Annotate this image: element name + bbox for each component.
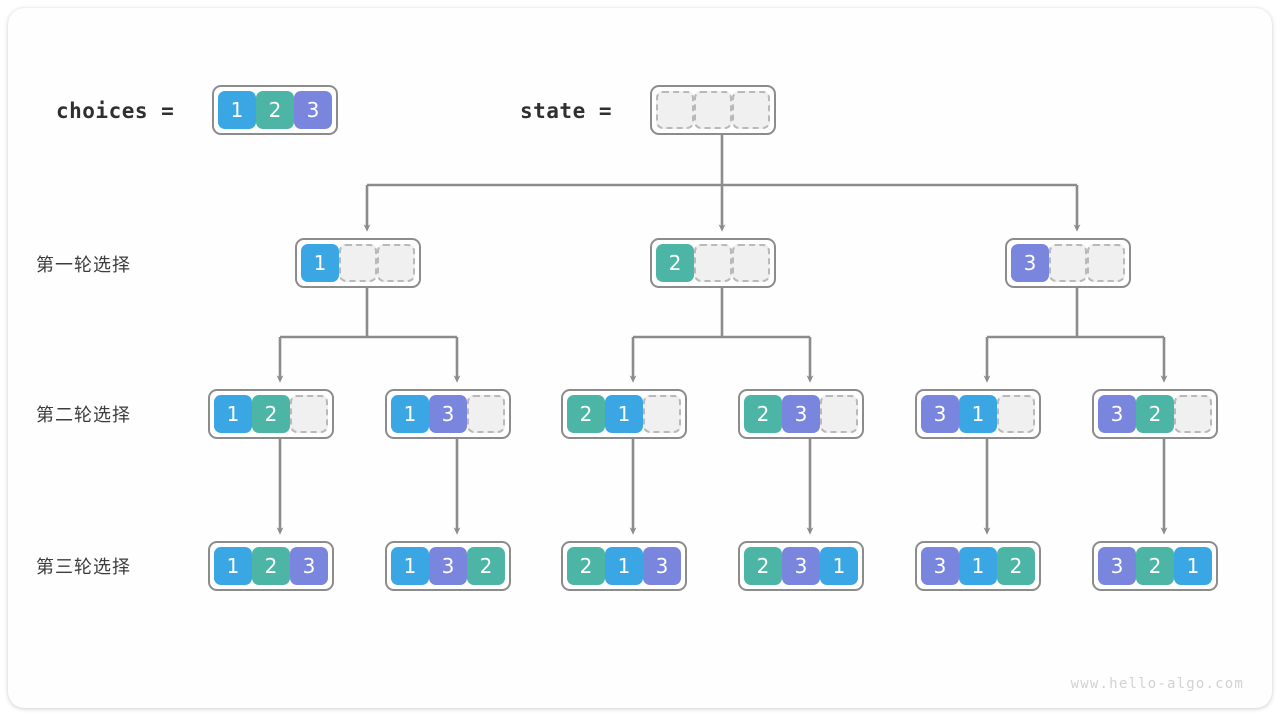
level3-node-5-cell-0: 3 (1098, 547, 1136, 585)
level3-node-2-cell-1: 1 (605, 547, 643, 585)
level3-node-3-cell-1: 3 (782, 547, 820, 585)
state-label: state = (520, 99, 613, 123)
level2-node-5-cell-2 (1174, 395, 1212, 433)
level1-node-2-cell-2 (1087, 244, 1125, 282)
level2-node-4-cell-0: 3 (921, 395, 959, 433)
level2-node-1-cell-2 (467, 395, 505, 433)
level3-node-4-cell-0: 3 (921, 547, 959, 585)
level3-node-4-cell-1: 1 (959, 547, 997, 585)
level1-node-1-cell-2 (732, 244, 770, 282)
level2-node-4-cell-1: 1 (959, 395, 997, 433)
level2-node-5-cell-0: 3 (1098, 395, 1136, 433)
level2-node-4-cell-2 (997, 395, 1035, 433)
diagram-canvas (8, 8, 1272, 708)
level3-node-0-cell-0: 1 (214, 547, 252, 585)
level2-node-5: 3 2 (1092, 389, 1218, 439)
level3-node-1-cell-0: 1 (391, 547, 429, 585)
level1-node-0-cell-2 (377, 244, 415, 282)
level3-node-5-cell-1: 2 (1136, 547, 1174, 585)
level2-node-3: 2 3 (738, 389, 864, 439)
watermark: www.hello-algo.com (1070, 676, 1244, 692)
choices-label: choices = (56, 99, 175, 123)
level1-node-2-cell-1 (1049, 244, 1087, 282)
level3-node-0: 1 2 3 (208, 541, 334, 591)
level3-node-1-cell-1: 3 (429, 547, 467, 585)
level3-node-2-cell-0: 2 (567, 547, 605, 585)
level2-node-2-cell-0: 2 (567, 395, 605, 433)
level2-node-0-cell-1: 2 (252, 395, 290, 433)
level3-node-1-cell-2: 2 (467, 547, 505, 585)
level2-node-0-cell-0: 1 (214, 395, 252, 433)
level2-node-0-cell-2 (290, 395, 328, 433)
row-label-round-3: 第三轮选择 (36, 557, 131, 578)
level2-node-4: 3 1 (915, 389, 1041, 439)
level1-node-2-cell-0: 3 (1011, 244, 1049, 282)
choices-cell-2: 3 (294, 91, 332, 129)
level3-node-5-cell-2: 1 (1174, 547, 1212, 585)
choices-cell-1: 2 (256, 91, 294, 129)
state-cell-0 (656, 91, 694, 129)
level2-node-2: 2 1 (561, 389, 687, 439)
state-cell-1 (694, 91, 732, 129)
choices-cell-0: 1 (218, 91, 256, 129)
level3-node-0-cell-1: 2 (252, 547, 290, 585)
state-cell-2 (732, 91, 770, 129)
level2-node-1: 1 3 (385, 389, 511, 439)
level3-node-4: 3 1 2 (915, 541, 1041, 591)
level2-node-0: 1 2 (208, 389, 334, 439)
level1-node-0-cell-0: 1 (301, 244, 339, 282)
level1-node-2: 3 (1005, 238, 1131, 288)
level3-node-2: 2 1 3 (561, 541, 687, 591)
row-label-round-2: 第二轮选择 (36, 405, 131, 426)
level2-node-2-cell-1: 1 (605, 395, 643, 433)
level1-node-1: 2 (650, 238, 776, 288)
level3-node-4-cell-2: 2 (997, 547, 1035, 585)
level1-node-1-cell-1 (694, 244, 732, 282)
level1-node-0: 1 (295, 238, 421, 288)
state-array (650, 85, 776, 135)
level2-node-1-cell-0: 1 (391, 395, 429, 433)
level1-node-1-cell-0: 2 (656, 244, 694, 282)
row-label-round-1: 第一轮选择 (36, 255, 131, 276)
level3-node-0-cell-2: 3 (290, 547, 328, 585)
level2-node-3-cell-1: 3 (782, 395, 820, 433)
level2-node-3-cell-0: 2 (744, 395, 782, 433)
level3-node-5: 3 2 1 (1092, 541, 1218, 591)
level2-node-5-cell-1: 2 (1136, 395, 1174, 433)
level2-node-3-cell-2 (820, 395, 858, 433)
level3-node-2-cell-2: 3 (643, 547, 681, 585)
level3-node-1: 1 3 2 (385, 541, 511, 591)
level2-node-1-cell-1: 3 (429, 395, 467, 433)
level3-node-3-cell-0: 2 (744, 547, 782, 585)
level1-node-0-cell-1 (339, 244, 377, 282)
level3-node-3: 2 3 1 (738, 541, 864, 591)
level3-node-3-cell-2: 1 (820, 547, 858, 585)
choices-array: 1 2 3 (212, 85, 338, 135)
level2-node-2-cell-2 (643, 395, 681, 433)
